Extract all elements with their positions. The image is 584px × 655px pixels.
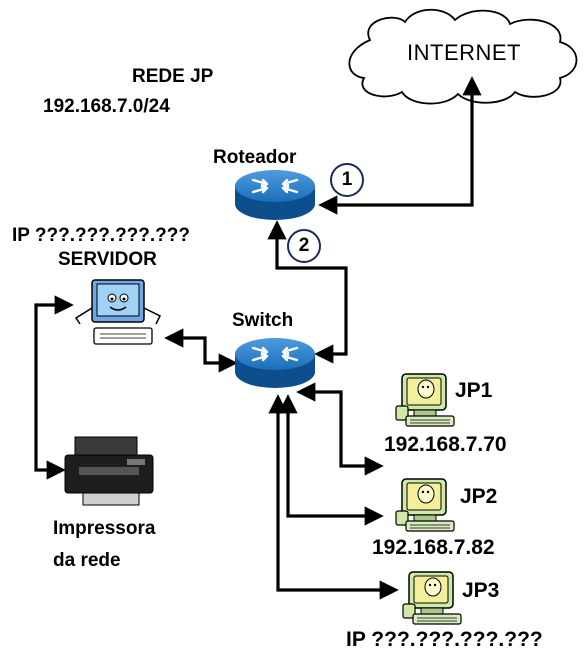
- network-subnet: 192.168.7.0/24: [43, 96, 170, 117]
- link-switch-jp3: [268, 394, 399, 600]
- desktop-computer-icon: [395, 478, 455, 532]
- link-number-1: 1: [330, 163, 364, 197]
- desktop-computer-icon: [395, 373, 455, 427]
- desktop-computer-icon: [402, 571, 462, 625]
- host-ip-jp1: 192.168.7.70: [384, 433, 507, 456]
- link-switch-jp1: [296, 382, 384, 476]
- host-ip-jp3: IP ???.???.???.???: [346, 628, 543, 651]
- internet-label: INTERNET: [407, 40, 521, 65]
- printer-label-line1: Impressora: [53, 518, 156, 539]
- host-name-jp2: JP2: [460, 485, 498, 508]
- host-name-jp3: JP3: [462, 579, 500, 602]
- switch-label: Switch: [232, 310, 294, 331]
- printer-icon: [64, 436, 154, 506]
- host-ip-jp2: 192.168.7.82: [372, 536, 495, 559]
- network-name: REDE JP: [132, 66, 214, 87]
- printer-label-line2: da rede: [53, 550, 121, 571]
- switch-icon: [233, 336, 317, 390]
- server-computer-icon: [74, 279, 162, 345]
- link-number-2: 2: [287, 229, 321, 263]
- link-server-printer: [34, 295, 74, 480]
- connection-lines: [34, 76, 482, 600]
- server-label: SERVIDOR: [58, 249, 157, 270]
- server-ip: IP ???.???.???.???: [12, 225, 190, 246]
- link-internet-router: [318, 76, 482, 215]
- host-name-jp1: JP1: [455, 379, 493, 402]
- link-router-switch: [267, 220, 348, 364]
- router-icon: [233, 168, 317, 222]
- link-server-switch: [164, 328, 238, 373]
- router-label: Roteador: [213, 147, 297, 168]
- link-switch-jp2: [278, 394, 384, 526]
